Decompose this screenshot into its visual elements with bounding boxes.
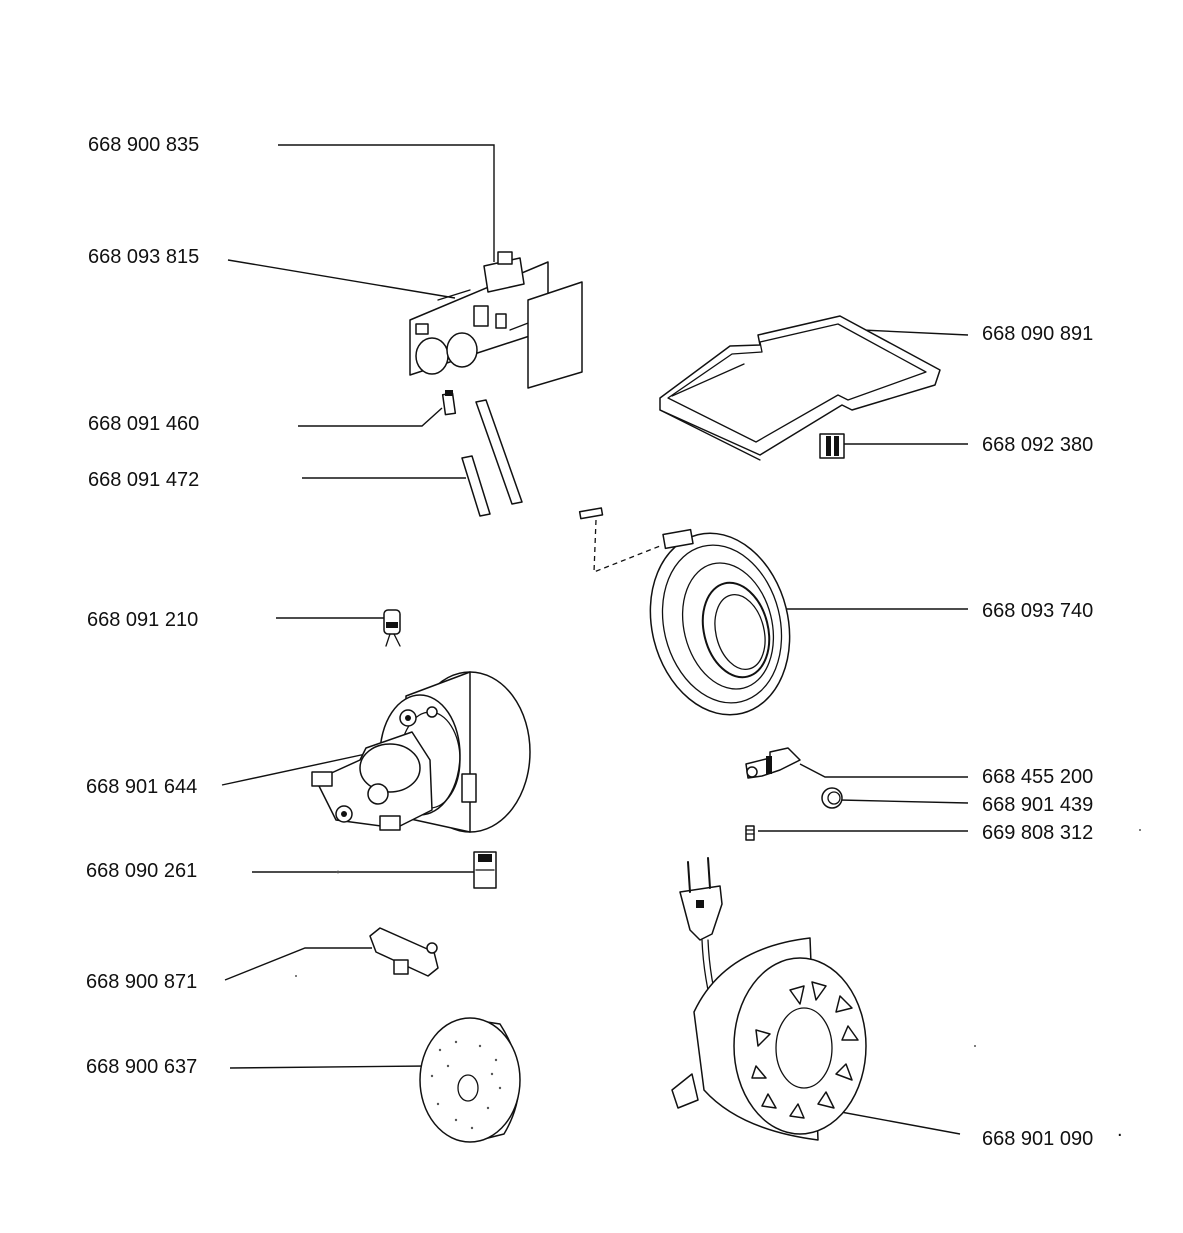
control-board-illustration <box>409 251 583 389</box>
filter-disc-illustration <box>419 1017 521 1143</box>
label-knob: 668 901 439 <box>982 794 1093 816</box>
label-carbon-brush: 668 090 261 <box>86 860 197 882</box>
cable-reel-cover-illustration <box>649 528 791 716</box>
label-rod: 668 091 472 <box>88 469 199 491</box>
motor-illustration <box>311 671 531 833</box>
carbon-brush-illustration <box>473 851 497 889</box>
knob-illustration <box>821 787 843 809</box>
label-motor: 668 901 644 <box>86 776 197 798</box>
rod-illustration <box>461 399 523 517</box>
label-connector: 668 455 200 <box>982 766 1093 788</box>
label-filter-disc: 668 900 637 <box>86 1056 197 1078</box>
scan-specks <box>295 829 1141 1047</box>
label-fuse: 668 091 460 <box>88 413 199 435</box>
bag-frame-illustration <box>659 315 941 461</box>
clip-illustration <box>819 433 845 459</box>
label-cable-reel-cover: 668 093 740 <box>982 600 1093 622</box>
label-bag-frame: 668 090 891 <box>982 323 1093 345</box>
brush-holder-illustration <box>369 927 439 977</box>
label-clip: 668 092 380 <box>982 434 1093 456</box>
label-control-board: 668 093 815 <box>88 246 199 268</box>
cable-reel-illustration <box>671 857 867 1141</box>
leader-lines <box>221 144 969 1135</box>
pin-illustration <box>578 507 661 573</box>
label-brush-holder: 668 900 871 <box>86 971 197 993</box>
suppressor-illustration <box>383 609 401 647</box>
label-suppressor: 668 091 210 <box>87 609 198 631</box>
label-control-board-switch: 668 900 835 <box>88 134 199 156</box>
label-cable-reel: 668 901 090 <box>982 1128 1093 1150</box>
connector-illustration <box>745 747 801 779</box>
screw-illustration <box>745 825 755 841</box>
stray-mark: . <box>1117 1119 1123 1141</box>
fuse-illustration <box>441 390 457 416</box>
label-screw: 669 808 312 <box>982 822 1093 844</box>
